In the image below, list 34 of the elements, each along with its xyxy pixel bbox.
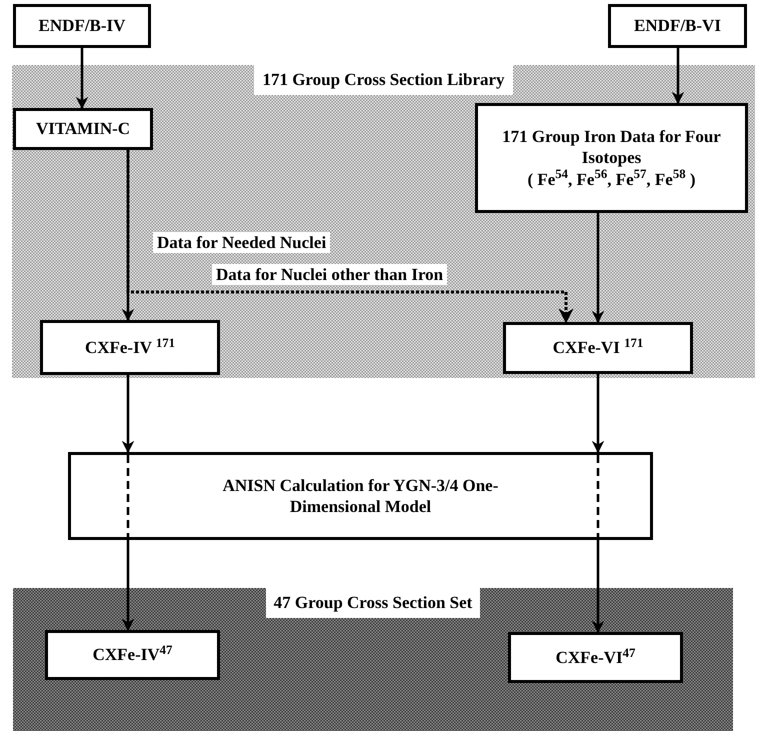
process-box xyxy=(13,4,151,48)
arrow xyxy=(122,375,134,454)
box-text: ( Fe$^{54}$, Fe$^{56}$, Fe$^{57}$, Fe$^{58}$ ) xyxy=(526,168,697,190)
box-text: CXFe-VI $^{171}$ xyxy=(552,337,644,359)
box-text: 171 Group Iron Data for Four Isotopes xyxy=(501,126,722,169)
arrow xyxy=(592,540,604,634)
arrow xyxy=(672,48,684,104)
box-text: ENDF/B-VI xyxy=(633,15,722,37)
box-text: VITAMIN-C xyxy=(34,118,132,140)
arrow xyxy=(592,213,604,324)
arrow xyxy=(592,374,604,454)
process-box xyxy=(68,452,653,540)
process-box xyxy=(40,320,220,375)
process-box xyxy=(508,632,683,683)
process-box xyxy=(475,103,748,213)
box-text: ENDF/B-IV xyxy=(38,15,126,37)
box-text: CXFe-IV$^{47}$ xyxy=(92,644,174,666)
arrow xyxy=(122,150,134,322)
arrow xyxy=(122,540,134,632)
group-title: 47 Group Cross Section Set xyxy=(266,588,480,618)
process-box xyxy=(503,322,693,374)
process-box xyxy=(13,108,153,150)
process-box xyxy=(45,630,220,680)
edge-label: Data for Nuclei other than Iron xyxy=(212,264,448,286)
group-title: 171 Group Cross Section Library xyxy=(254,65,513,94)
process-box xyxy=(608,4,747,48)
arrow xyxy=(126,150,574,324)
box-text: CXFe-IV $^{171}$ xyxy=(84,336,176,358)
arrow xyxy=(76,48,88,110)
group-band xyxy=(12,65,755,378)
group-band xyxy=(13,588,733,731)
edge-label: Data for Needed Nuclei xyxy=(153,232,330,254)
box-text: ANISN Calculation for YGN-3/4 One-Dimensional Model xyxy=(222,474,500,518)
box-text: CXFe-VI$^{47}$ xyxy=(554,646,636,668)
